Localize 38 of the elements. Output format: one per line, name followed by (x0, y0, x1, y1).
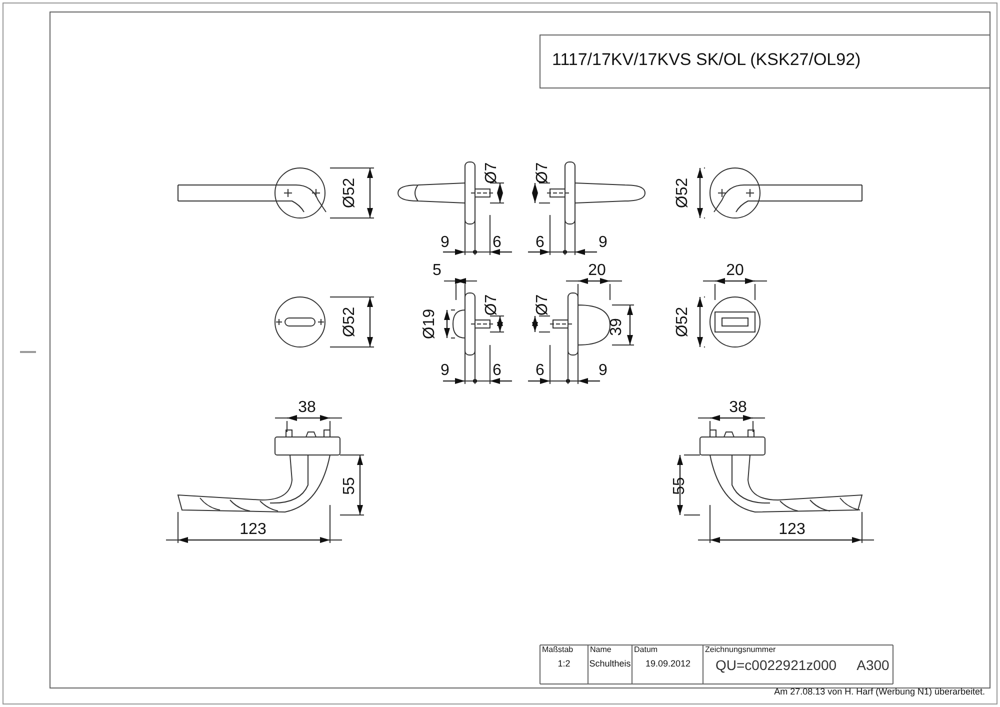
drawing-number: QU=c0022921z000 (715, 658, 837, 672)
dimension-value: 20 (726, 263, 744, 279)
diameter-dimension: Ø7 (484, 162, 500, 184)
field-heading: Maßstab (542, 646, 574, 654)
sheet-format: A300 (856, 658, 890, 672)
drafter-name: Schultheis (589, 660, 631, 668)
drawing-title: 1117/17KV/17KVS SK/OL (KSK27/OL92) (552, 50, 861, 70)
dimension-value: 6 (492, 363, 502, 379)
dimension-value: 9 (440, 235, 450, 251)
dimension-value: 39 (609, 318, 625, 336)
dimension-value: 55 (672, 477, 688, 495)
dimension-value: 9 (598, 235, 608, 251)
dimension-value: 123 (240, 522, 266, 538)
dimension-value: 6 (536, 363, 544, 379)
dimension-value: 9 (440, 363, 450, 379)
diameter-dimension: Ø7 (535, 294, 551, 316)
field-heading: Name (590, 646, 612, 654)
dimension-value: 5 (432, 263, 442, 279)
dimension-value: 20 (588, 263, 606, 279)
dimension-value: 123 (778, 522, 806, 538)
diameter-dimension: Ø52 (675, 306, 691, 338)
diameter-dimension: Ø52 (675, 178, 691, 208)
diameter-dimension: Ø52 (342, 178, 358, 208)
diameter-dimension: Ø7 (484, 294, 500, 316)
dimension-value: 6 (492, 235, 502, 251)
dimension-value: 38 (298, 400, 316, 416)
dimension-value: 9 (598, 363, 608, 379)
diameter-dimension: Ø52 (342, 306, 358, 338)
field-heading: Zeichnungsnummer (705, 646, 776, 654)
scale-value: 1:2 (558, 660, 570, 668)
field-heading: Datum (634, 646, 658, 654)
date-value: 19.09.2012 (645, 660, 691, 668)
dimension-value: 38 (729, 400, 747, 416)
diameter-dimension: Ø19 (422, 308, 438, 340)
dimension-value: 55 (342, 477, 358, 495)
revision-note: Am 27.08.13 von H. Harf (Werbung N1) überarbeitet. (774, 688, 985, 696)
diameter-dimension: Ø7 (535, 162, 551, 184)
dimension-value: 6 (536, 235, 544, 251)
